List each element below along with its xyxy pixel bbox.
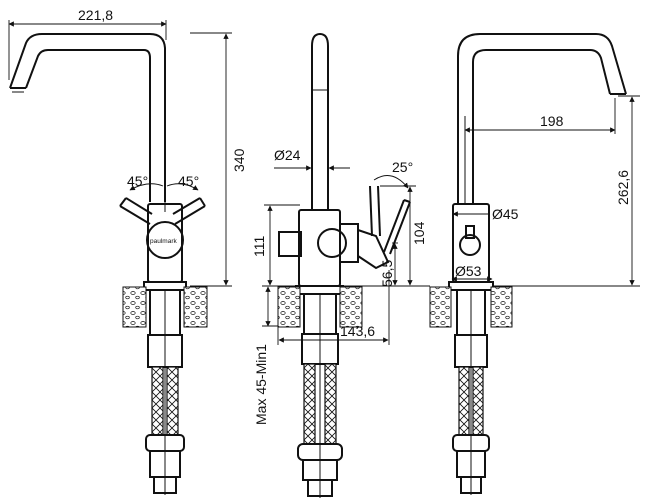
side-lever-tilted — [383, 199, 405, 253]
front-height-label: 340 — [231, 148, 247, 172]
side-worktop-label: Max 45-Min1 — [253, 344, 269, 425]
spout-inner — [25, 49, 151, 202]
front-width-label: 221,8 — [78, 7, 113, 23]
side-worktop-right — [339, 286, 363, 328]
side-base — [295, 285, 344, 295]
side-hose-right — [324, 363, 337, 445]
side-spout — [311, 32, 329, 210]
side-outlet-height-label: 104 — [411, 221, 427, 245]
front-view: 221,8 45° 45° paulmark 340 — [8, 7, 247, 495]
side-hose-left — [303, 363, 316, 445]
left-lever — [119, 205, 151, 225]
side-lever-angle-label: 25° — [392, 159, 413, 175]
rear-handle-circle — [459, 234, 481, 256]
side-lever-vertical — [369, 185, 373, 237]
front-worktop-left — [122, 286, 147, 328]
rear-worktop-right — [490, 286, 513, 328]
front-hose-right — [166, 366, 179, 436]
side-worktop-left — [277, 286, 301, 328]
spout-outer — [9, 33, 166, 202]
rear-spout-inner — [472, 49, 611, 204]
right-lever — [174, 205, 206, 225]
front-base — [143, 281, 187, 291]
rear-base-diameter-label: Ø53 — [455, 263, 482, 279]
side-handle-height-label: 56,5 — [379, 260, 395, 287]
front-body-circle — [146, 221, 184, 259]
front-worktop-right — [183, 286, 208, 328]
angle-right-label: 45° — [178, 173, 199, 189]
side-view: Ø24 25° 111 104 56,5 143,6 — [251, 32, 430, 498]
rear-base — [448, 281, 494, 291]
rear-reach-label: 198 — [540, 113, 564, 129]
rear-hose-left — [458, 366, 470, 436]
rear-body-diameter-label: Ø45 — [492, 206, 519, 222]
angle-left-label: 45° — [127, 173, 148, 189]
rear-worktop-left — [429, 286, 452, 328]
rear-spout-outer — [457, 33, 627, 204]
side-spout-diameter-label: Ø24 — [274, 147, 301, 163]
brand-label: paulmark — [150, 238, 177, 245]
side-handle-housing — [340, 223, 359, 263]
rear-view: 198 262,6 Ø45 Ø53 — [429, 33, 640, 495]
side-aerator — [278, 231, 302, 257]
rear-spout-height-label: 262,6 — [615, 170, 631, 205]
side-body-height-label: 111 — [251, 236, 267, 257]
front-hose-left — [151, 366, 164, 436]
rear-hose-right — [472, 366, 484, 436]
